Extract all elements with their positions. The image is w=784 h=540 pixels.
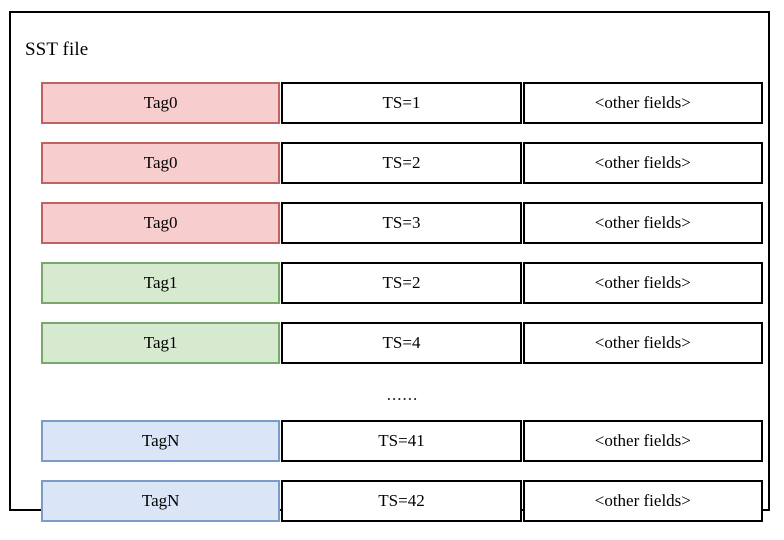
- record-timestamp-cell: TS=42: [281, 480, 522, 522]
- ellipsis-label: ......: [386, 385, 419, 404]
- record-timestamp-cell: TS=2: [281, 142, 522, 184]
- sst-file-title: SST file: [25, 39, 89, 60]
- record-tag-cell: Tag0: [41, 142, 281, 184]
- record-timestamp-cell: TS=1: [281, 82, 522, 124]
- record-tag-cell: TagN: [41, 480, 281, 522]
- record-tag-cell: Tag1: [41, 262, 281, 304]
- record-other-fields-cell: <other fields>: [522, 202, 763, 244]
- record-other-fields-cell: <other fields>: [522, 420, 763, 462]
- record-tag-cell: TagN: [41, 420, 281, 462]
- records-ellipsis-row: ......: [41, 382, 763, 408]
- record-timestamp-cell: TS=2: [281, 262, 522, 304]
- record-other-fields-cell: <other fields>: [522, 142, 763, 184]
- record-other-fields-cell: <other fields>: [522, 262, 763, 304]
- record-tag-cell: Tag1: [41, 322, 281, 364]
- record-timestamp-cell: TS=4: [281, 322, 522, 364]
- record-tag-cell: Tag0: [41, 202, 281, 244]
- record-other-fields-cell: <other fields>: [522, 82, 763, 124]
- record-timestamp-cell: TS=3: [281, 202, 522, 244]
- record-tag-cell: Tag0: [41, 82, 281, 124]
- record-other-fields-cell: <other fields>: [522, 480, 763, 522]
- record-timestamp-cell: TS=41: [281, 420, 522, 462]
- record-other-fields-cell: <other fields>: [522, 322, 763, 364]
